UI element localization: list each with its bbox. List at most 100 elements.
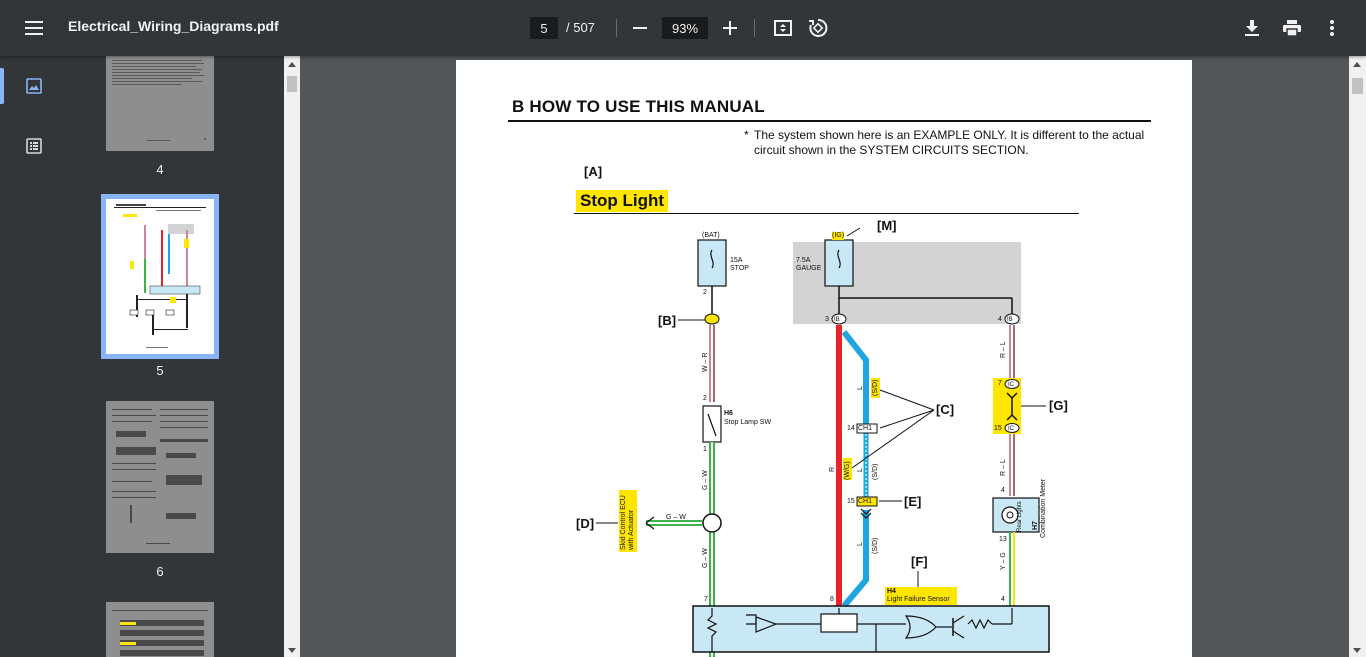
callout-d: [D] — [576, 516, 595, 531]
scroll-down-icon[interactable] — [288, 648, 296, 653]
wire-label: (S/D) — [872, 537, 879, 554]
rotate-icon — [809, 18, 828, 37]
document-viewer[interactable]: B HOW TO USE THIS MANUAL * The system sh… — [300, 56, 1366, 657]
h6-name: Stop Lamp SW — [724, 419, 772, 426]
h6-code: H6 — [724, 410, 733, 417]
thumbnail-content — [106, 602, 214, 657]
rotate-button[interactable] — [806, 16, 830, 40]
callout-a: [A] — [584, 164, 603, 179]
wire-label: (S/D) — [872, 379, 879, 396]
wire-label: (S/D) — [872, 463, 879, 480]
wiring-diagram — [596, 227, 1050, 657]
note-star: * — [744, 128, 749, 142]
pdf-toolbar: Electrical_Wiring_Diagrams.pdf 5 / 507 9… — [0, 0, 1366, 56]
menu-button[interactable] — [18, 14, 50, 42]
document-scrollbar[interactable] — [1349, 56, 1366, 657]
print-button[interactable] — [1280, 16, 1304, 40]
active-indicator — [0, 68, 4, 104]
scroll-up-icon[interactable] — [288, 62, 296, 67]
page-thumbnail-7[interactable] — [106, 602, 214, 657]
thumbnail-content — [106, 401, 214, 553]
scrollbar-thumb[interactable] — [1352, 78, 1363, 94]
wire-label: R – L — [1000, 341, 1007, 358]
wire-label: L — [857, 386, 864, 390]
ig-label: (IG) — [832, 232, 845, 240]
scroll-up-icon[interactable] — [1353, 62, 1361, 67]
outline-icon — [26, 138, 42, 154]
scrollbar-thumb[interactable] — [287, 76, 297, 92]
connector-label: IB — [834, 317, 840, 323]
example-note: * The system shown here is an EXAMPLE ON… — [744, 128, 1154, 158]
system-title-rule — [574, 213, 1079, 214]
zoom-input[interactable]: 93% — [662, 17, 708, 39]
wire-label: L — [857, 468, 864, 472]
callout-b: [B] — [658, 313, 677, 328]
pin-label: 13 — [999, 536, 1007, 543]
page-thumbnail-4[interactable] — [106, 56, 214, 151]
callout-m: [M] — [877, 218, 897, 233]
bat-label: (BAT) — [702, 232, 720, 239]
page-thumbnail-5[interactable] — [101, 194, 219, 359]
thumbnail-content — [106, 56, 214, 151]
download-button[interactable] — [1240, 16, 1264, 40]
sidebar: 4 — [0, 56, 300, 657]
wire-label: G – W — [666, 514, 686, 521]
callout-f: [F] — [911, 554, 928, 569]
wire-label: G – W — [702, 470, 709, 490]
thumbnail-scrollbar[interactable] — [284, 56, 300, 657]
connector-label: IC — [1008, 382, 1014, 388]
fuse-gauge-name: GAUGE — [796, 265, 822, 272]
pin-label: 3 — [825, 316, 829, 323]
callout-e: [E] — [904, 494, 922, 509]
note-text: The system shown here is an EXAMPLE ONLY… — [754, 128, 1145, 157]
pin-label: 14 — [847, 425, 855, 432]
zoom-out-button[interactable] — [628, 16, 652, 40]
fit-page-icon — [774, 20, 792, 36]
outline-button[interactable] — [14, 128, 54, 164]
pin-label: 4 — [998, 316, 1002, 323]
more-vert-icon — [1330, 20, 1334, 36]
zoom-in-button[interactable] — [718, 16, 742, 40]
pin-label: 4 — [1001, 596, 1005, 603]
pin-label: 2 — [703, 289, 707, 296]
thumbnail-list: 4 — [68, 56, 284, 657]
pin-label: 4 — [1001, 487, 1005, 494]
pin-label: 15 — [994, 425, 1002, 432]
zoom-in-icon — [723, 21, 737, 35]
wire-label: W – R — [702, 352, 709, 372]
pin-label: 1 — [703, 446, 707, 453]
callout-g: [G] — [1049, 398, 1068, 413]
thumbnails-button[interactable] — [14, 68, 54, 104]
pin-label: 15 — [847, 498, 855, 505]
wire-label: Y – G — [1000, 552, 1007, 570]
page-total: / 507 — [566, 20, 595, 35]
thumbnail-label: 4 — [156, 162, 164, 177]
fuse-stop-amp: 15A — [730, 257, 743, 264]
wire-label: G – W — [702, 548, 709, 568]
rear-lights-label: Rear Lights — [1017, 501, 1023, 532]
pdf-page: B HOW TO USE THIS MANUAL * The system sh… — [456, 60, 1192, 657]
pin-label: 8 — [830, 596, 834, 603]
wire-label: L — [857, 542, 864, 546]
more-options-button[interactable] — [1320, 16, 1344, 40]
fuse-stop-name: STOP — [730, 265, 749, 272]
fuse-gauge-amp: 7.5A — [796, 257, 811, 264]
callout-c: [C] — [936, 402, 955, 417]
pin-label: 7 — [998, 380, 1002, 387]
pin-label: 2 — [703, 395, 707, 402]
page-number-input[interactable]: 5 — [530, 17, 558, 39]
page-thumbnail-6[interactable] — [106, 401, 214, 553]
system-title: Stop Light — [576, 190, 669, 212]
connector-label: CH1 — [858, 498, 873, 505]
fit-page-button[interactable] — [771, 16, 795, 40]
scroll-down-icon[interactable] — [1353, 648, 1361, 653]
heading-rule — [508, 120, 1151, 122]
h7-code: H7 — [1032, 521, 1039, 530]
skid-ecu-label: Skid Control ECU with Actuator — [620, 495, 635, 550]
menu-icon — [25, 21, 43, 35]
connector-label: IC — [1008, 426, 1014, 432]
print-icon — [1283, 20, 1301, 36]
thumbnail-label: 6 — [156, 564, 164, 579]
page-heading: B HOW TO USE THIS MANUAL — [512, 97, 765, 116]
thumbnails-icon — [26, 78, 42, 94]
